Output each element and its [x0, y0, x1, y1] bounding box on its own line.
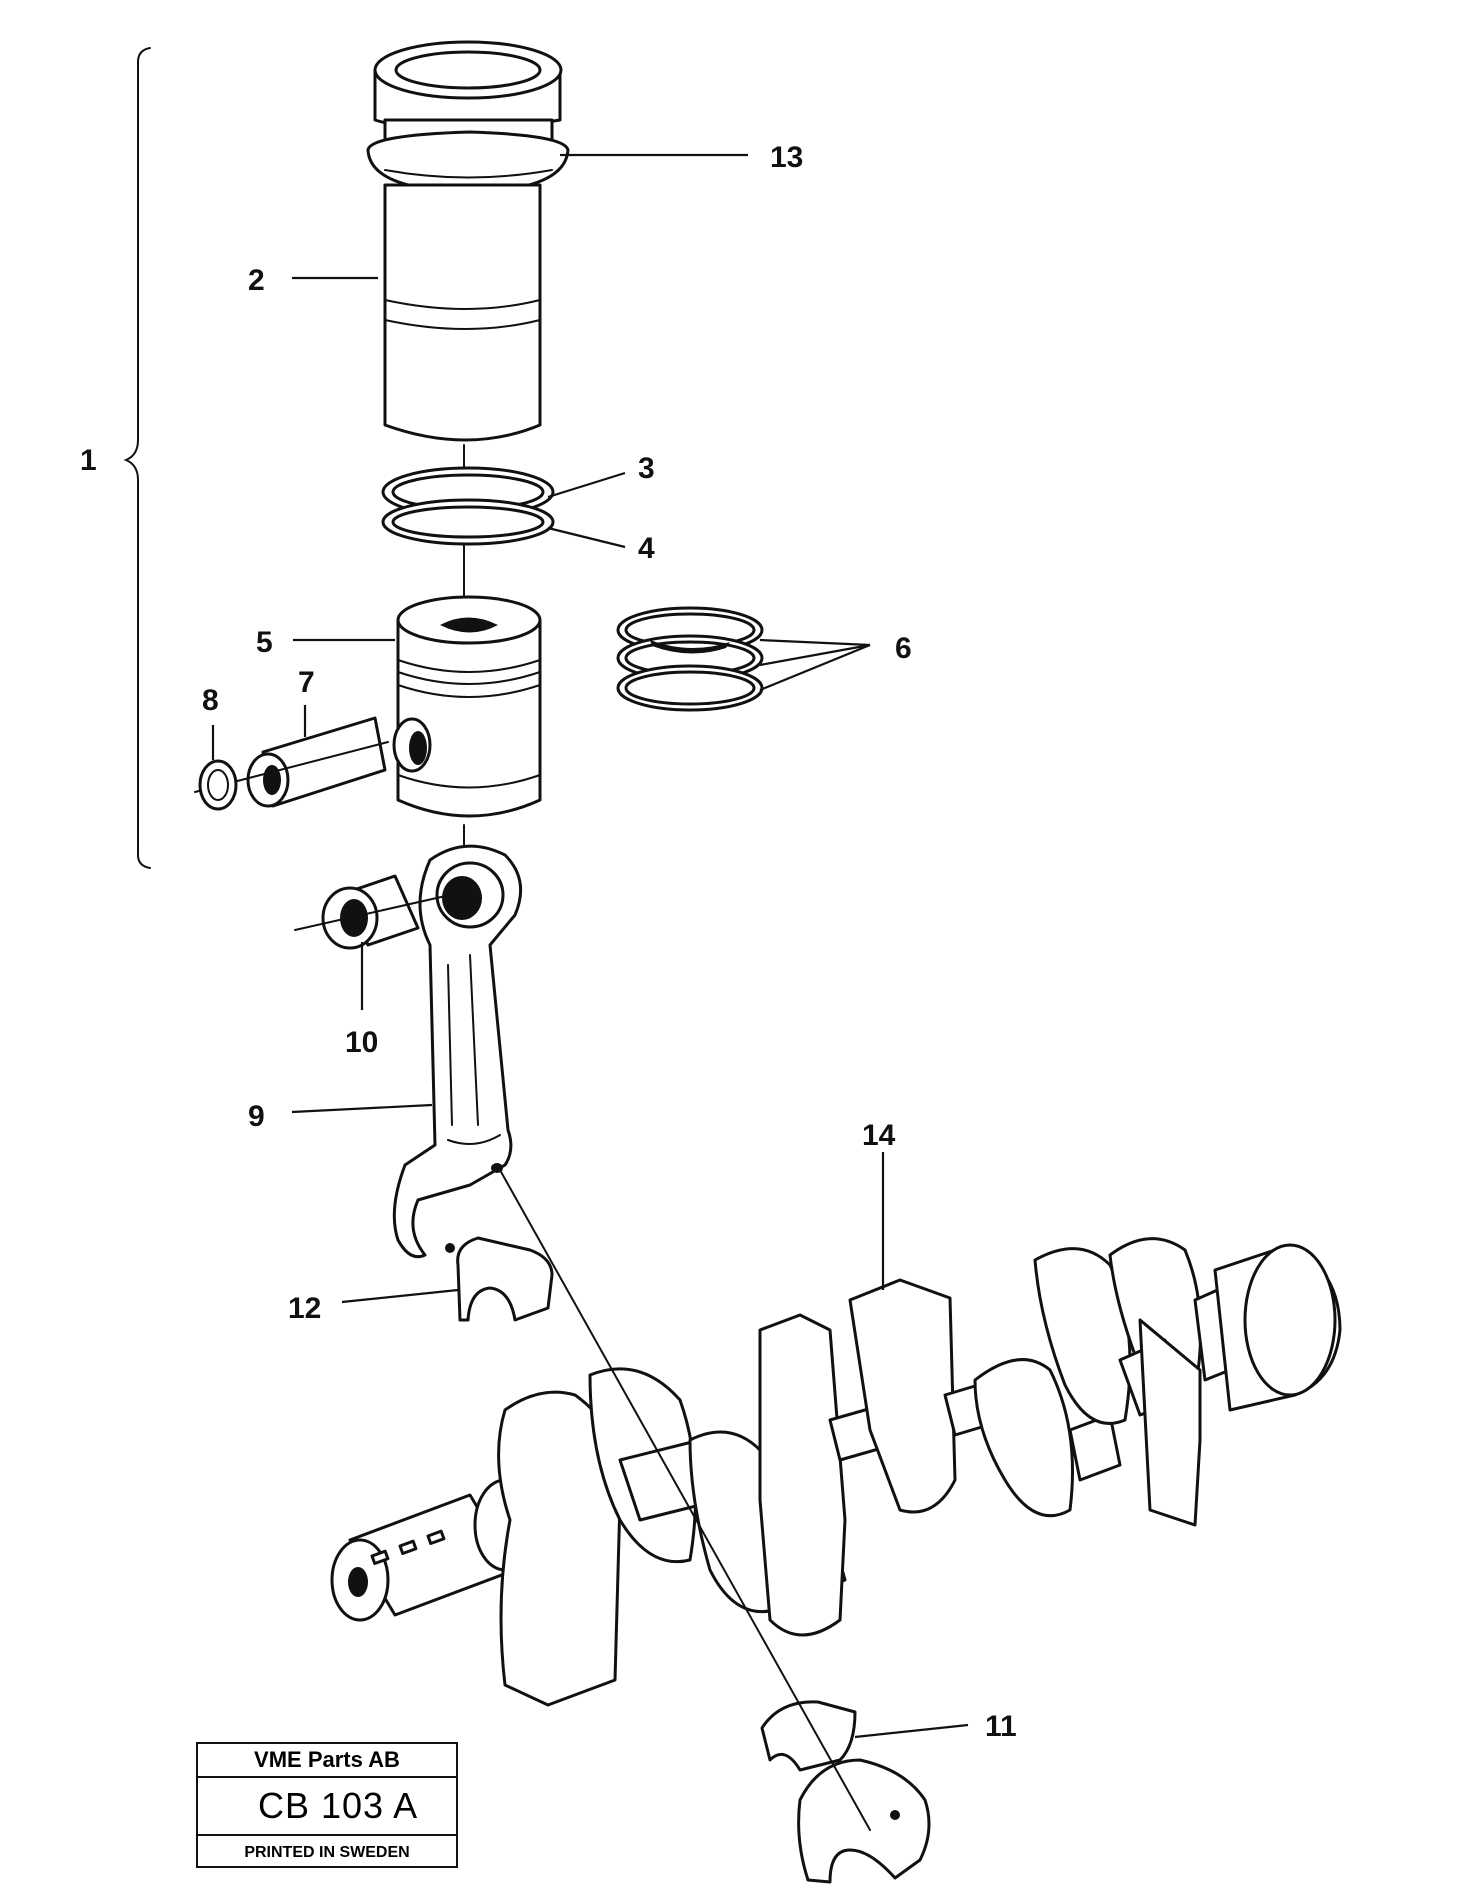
callout-6: 6 — [895, 632, 912, 665]
drawing-code: CB 103 A — [198, 1778, 456, 1836]
callout-11: 11 — [985, 1710, 1017, 1743]
callout-8: 8 — [202, 684, 219, 717]
callout-5: 5 — [256, 626, 273, 659]
printed-note: PRINTED IN SWEDEN — [244, 1844, 410, 1861]
callout-3: 3 — [638, 452, 655, 485]
upper-bearing-shell — [456, 1236, 554, 1322]
callout-7: 7 — [298, 666, 315, 699]
seal-rings — [381, 466, 555, 546]
callout-13: 13 — [770, 141, 803, 174]
callout-10: 10 — [345, 1026, 378, 1059]
callout-1: 1 — [80, 444, 97, 477]
crankshaft — [330, 1237, 1342, 1707]
group-bracket — [123, 47, 151, 869]
lower-bearing-shell — [760, 1700, 857, 1772]
piston-rings — [616, 606, 764, 712]
leader-lines — [211, 153, 969, 1739]
circlip — [198, 759, 238, 811]
callout-4: 4 — [638, 532, 655, 565]
bearing-cap — [797, 1758, 931, 1884]
callout-14: 14 — [862, 1119, 896, 1152]
cylinder-liner — [366, 40, 570, 442]
piston-pin — [246, 716, 387, 808]
connecting-rod — [392, 844, 523, 1259]
company-name: VME Parts AB — [198, 1744, 456, 1778]
assembly-centerline — [499, 1169, 871, 1831]
title-block: VME Parts AB CB 103 A PRINTED IN SWEDEN — [196, 1742, 458, 1868]
piston — [392, 595, 542, 818]
callout-12: 12 — [288, 1292, 321, 1325]
callout-2: 2 — [248, 264, 265, 297]
callout-9: 9 — [248, 1100, 265, 1133]
